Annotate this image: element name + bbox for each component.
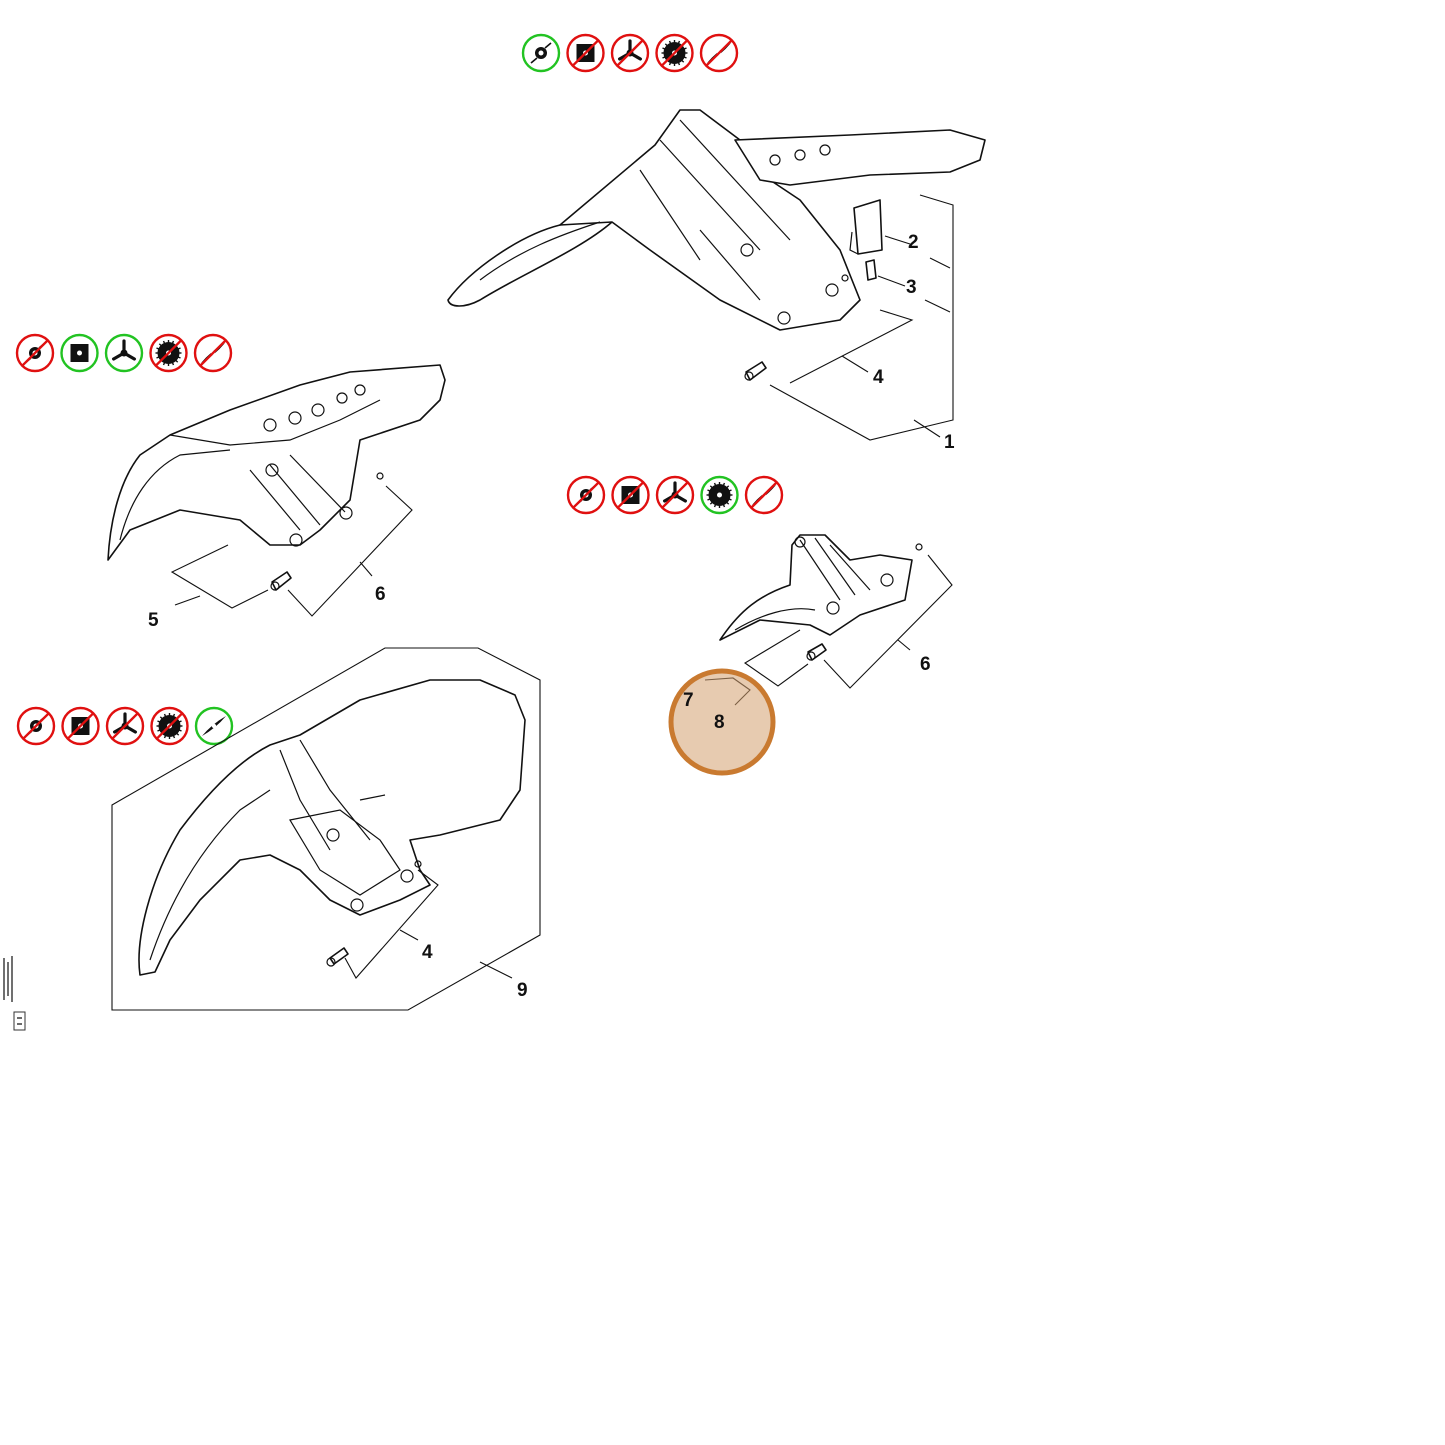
- part-7-deflector: 6: [704, 534, 953, 706]
- part-9-deflector: 4 9: [111, 647, 541, 1011]
- line-head-icon[interactable]: [15, 333, 55, 373]
- callout-3[interactable]: 3: [906, 277, 917, 298]
- three-tooth-blade-icon-glyph: [112, 339, 136, 361]
- prohibited-slash: [66, 712, 95, 740]
- icon-group-mid: [566, 475, 784, 515]
- callout-8[interactable]: 8: [714, 712, 725, 733]
- two-tooth-blade-icon[interactable]: [194, 706, 234, 746]
- circular-saw-blade-icon[interactable]: [149, 333, 188, 373]
- prohibited-slash: [571, 39, 600, 67]
- callout-9[interactable]: 9: [517, 980, 528, 1001]
- circular-saw-blade-icon[interactable]: [655, 33, 694, 73]
- line-head-icon[interactable]: [521, 33, 561, 73]
- document-stamp: [3, 956, 26, 1031]
- three-tooth-blade-icon[interactable]: [655, 475, 695, 515]
- square-blade-icon[interactable]: [611, 475, 650, 515]
- prohibited-slash: [154, 339, 183, 367]
- icon-group-top: [521, 33, 739, 73]
- prohibited-slash: [111, 712, 139, 740]
- prohibited-slash: [661, 481, 689, 509]
- square-blade-icon-glyph: [70, 344, 89, 362]
- circular-saw-blade-icon[interactable]: [700, 475, 739, 515]
- callout-1[interactable]: 1: [944, 432, 955, 453]
- callout-6-left[interactable]: 6: [375, 584, 386, 605]
- three-tooth-blade-icon[interactable]: [610, 33, 650, 73]
- square-blade-icon[interactable]: [61, 706, 100, 746]
- part-5-deflector: 5 6: [107, 364, 446, 631]
- part-1-deflector: 1 2 3 4: [447, 109, 986, 453]
- prohibited-slash: [616, 481, 645, 509]
- prohibited-slash: [616, 39, 644, 67]
- two-tooth-blade-icon-glyph: [202, 716, 226, 736]
- prohibited-slash: [199, 339, 227, 367]
- line-head-icon[interactable]: [16, 706, 56, 746]
- callout-7[interactable]: 7: [683, 690, 694, 711]
- highlight-marker[interactable]: [668, 668, 776, 776]
- line-head-icon[interactable]: [566, 475, 606, 515]
- prohibited-slash: [705, 39, 733, 67]
- two-tooth-blade-icon[interactable]: [193, 333, 233, 373]
- square-blade-icon[interactable]: [60, 333, 99, 373]
- two-tooth-blade-icon[interactable]: [699, 33, 739, 73]
- three-tooth-blade-icon[interactable]: [104, 333, 144, 373]
- callout-6-right[interactable]: 6: [920, 654, 931, 675]
- prohibited-slash: [155, 712, 184, 740]
- prohibited-slash: [21, 339, 49, 367]
- line-head-icon-glyph: [530, 42, 552, 64]
- icon-group-bottom: [16, 706, 234, 746]
- callout-4-bottom[interactable]: 4: [422, 942, 433, 963]
- circular-saw-blade-icon-glyph: [706, 482, 733, 508]
- square-blade-icon[interactable]: [566, 33, 605, 73]
- callout-4-top[interactable]: 4: [873, 367, 884, 388]
- prohibited-slash: [750, 481, 778, 509]
- prohibited-slash: [572, 481, 600, 509]
- callout-2[interactable]: 2: [908, 232, 919, 253]
- icon-group-left: [15, 333, 233, 373]
- three-tooth-blade-icon[interactable]: [105, 706, 145, 746]
- two-tooth-blade-icon[interactable]: [744, 475, 784, 515]
- circular-saw-blade-icon[interactable]: [150, 706, 189, 746]
- icon-groups: [15, 33, 784, 746]
- prohibited-slash: [660, 39, 689, 67]
- prohibited-slash: [22, 712, 50, 740]
- callout-5[interactable]: 5: [148, 610, 159, 631]
